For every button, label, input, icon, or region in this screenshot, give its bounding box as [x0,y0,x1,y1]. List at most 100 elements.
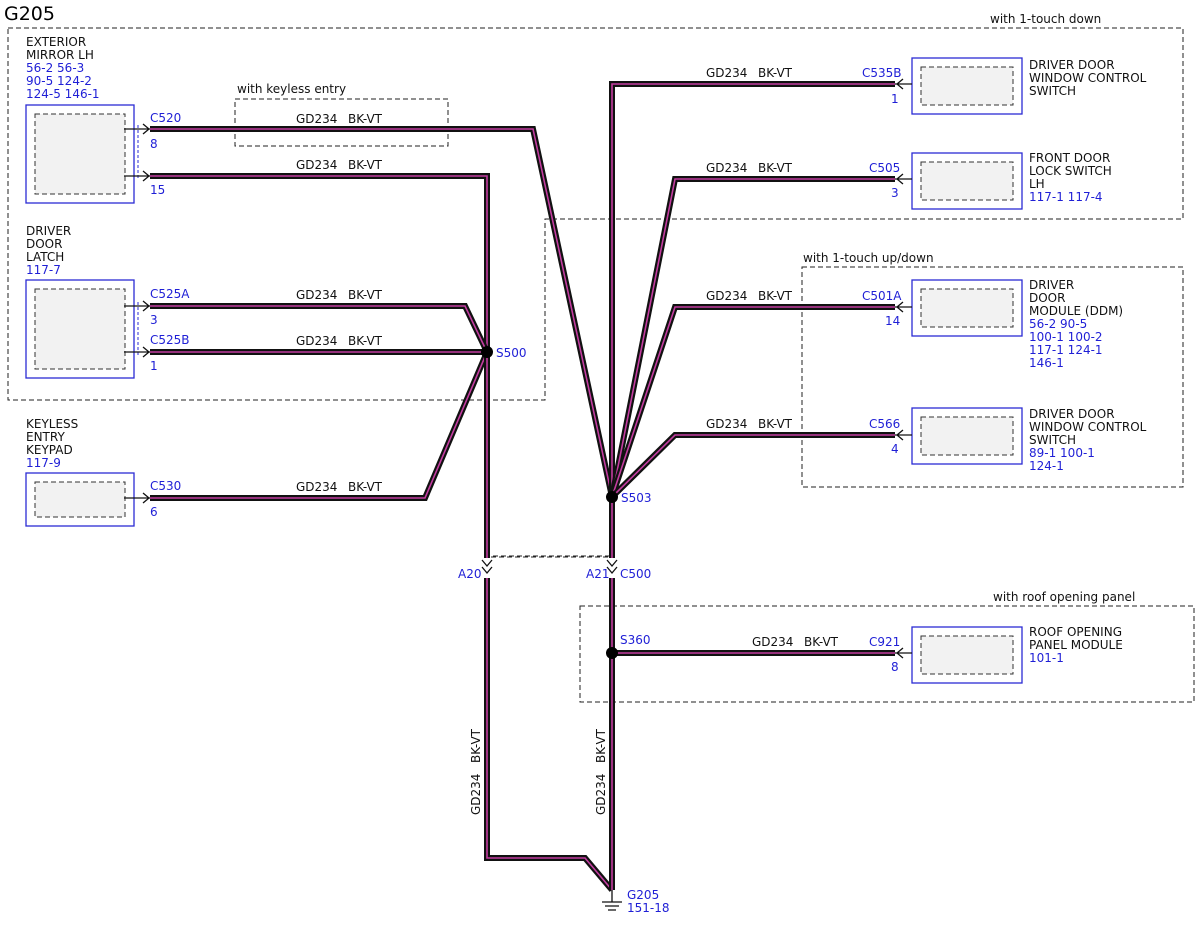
svg-text:GD234: GD234 [296,288,337,302]
svg-text:BK-VT: BK-VT [804,635,839,649]
svg-text:MODULE (DDM): MODULE (DDM) [1029,304,1123,318]
svg-text:C530: C530 [150,479,181,493]
svg-text:GD234: GD234 [706,161,747,175]
svg-text:MIRROR LH: MIRROR LH [26,48,94,62]
connector-c520: C520 8 15 [124,111,181,197]
svg-text:SWITCH: SWITCH [1029,433,1076,447]
svg-text:15: 15 [150,183,165,197]
ground-icon [602,890,622,911]
wire-c520-pin15 [150,173,490,352]
svg-text:GD234: GD234 [296,480,337,494]
svg-text:DOOR: DOOR [26,237,62,251]
svg-text:117-9: 117-9 [26,456,61,470]
svg-text:GD234: GD234 [296,158,337,172]
svg-text:146-1: 146-1 [1029,356,1064,370]
option-label-keyless-entry: with keyless entry [237,82,346,96]
splice-s500: S500 [481,346,527,360]
svg-text:LOCK SWITCH: LOCK SWITCH [1029,164,1112,178]
connector-c530: C530 6 [124,479,181,519]
svg-text:4: 4 [891,442,899,456]
svg-text:WINDOW CONTROL: WINDOW CONTROL [1029,420,1147,434]
svg-text:C525B: C525B [150,333,190,347]
svg-text:101-1: 101-1 [1029,651,1064,665]
connector-c501a: C501A 14 [862,289,912,328]
svg-text:90-5 124-2: 90-5 124-2 [26,74,92,88]
svg-text:SWITCH: SWITCH [1029,84,1076,98]
option-box-c500 [484,555,615,558]
page-title: G205 [4,3,55,25]
wire-c520-pin8 [150,126,615,498]
svg-text:BK-VT: BK-VT [348,480,383,494]
svg-text:GD234: GD234 [296,334,337,348]
svg-text:A21: A21 [586,567,609,581]
svg-text:KEYPAD: KEYPAD [26,443,73,457]
component-driver-door-latch: DRIVER DOOR LATCH 117-7 [25,224,135,379]
svg-text:C501A: C501A [862,289,902,303]
svg-text:ENTRY: ENTRY [26,430,65,444]
svg-text:EXTERIOR: EXTERIOR [26,35,86,49]
svg-text:GD234: GD234 [594,774,608,815]
wire-label-c530: GD234 BK-VT [296,480,383,494]
svg-text:56-2 56-3: 56-2 56-3 [26,61,84,75]
connector-c566: C566 4 [869,417,912,456]
splice-s503: S503 [606,491,652,505]
wire-c525a [150,303,490,354]
svg-text:GD234: GD234 [706,289,747,303]
option-box-roof-panel [579,605,1195,703]
option-boxes [7,27,1195,703]
svg-text:DOOR: DOOR [1029,291,1065,305]
svg-text:BK-VT: BK-VT [348,334,383,348]
wire-c501a [609,304,895,498]
svg-text:1: 1 [150,359,158,373]
wire-a20-to-ground [484,578,615,892]
svg-text:GD234: GD234 [752,635,793,649]
svg-text:100-1 100-2: 100-1 100-2 [1029,330,1103,344]
svg-text:6: 6 [150,505,158,519]
svg-text:14: 14 [885,314,900,328]
svg-text:117-7: 117-7 [26,263,61,277]
svg-text:G205: G205 [627,888,659,902]
svg-text:GD234: GD234 [706,417,747,431]
svg-text:117-1 124-1: 117-1 124-1 [1029,343,1103,357]
svg-text:117-1 117-4: 117-1 117-4 [1029,190,1103,204]
svg-text:WINDOW CONTROL: WINDOW CONTROL [1029,71,1147,85]
option-label-one-touch-down: with 1-touch down [990,12,1101,26]
wire-label-c921: GD234 BK-VT [752,635,839,649]
svg-text:C520: C520 [150,111,181,125]
svg-text:DRIVER DOOR: DRIVER DOOR [1029,58,1115,72]
svg-text:C921: C921 [869,635,900,649]
connector-c921: C921 8 [869,635,912,674]
svg-text:151-18: 151-18 [627,901,670,915]
svg-text:DRIVER: DRIVER [26,224,71,238]
ground-g205: G205 151-18 [602,888,670,915]
svg-text:C500: C500 [620,567,651,581]
svg-text:S503: S503 [621,491,652,505]
svg-text:3: 3 [150,313,158,327]
svg-text:LATCH: LATCH [26,250,64,264]
svg-text:BK-VT: BK-VT [469,728,483,763]
svg-text:LH: LH [1029,177,1045,191]
connector-c505: C505 3 [869,161,912,200]
svg-text:C505: C505 [869,161,900,175]
svg-text:ROOF OPENING: ROOF OPENING [1029,625,1122,639]
component-front-door-lock-switch: FRONT DOOR LOCK SWITCH LH 117-1 117-4 [911,151,1112,210]
svg-text:C566: C566 [869,417,900,431]
svg-text:124-1: 124-1 [1029,459,1064,473]
connector-c525: C525A 3 C525B 1 [124,287,190,373]
wire-c535b [609,81,895,497]
splice-s360: S360 [606,633,651,659]
option-label-roof-panel: with roof opening panel [993,590,1135,604]
svg-text:56-2 90-5: 56-2 90-5 [1029,317,1087,331]
component-keyless-entry-keypad: KEYLESS ENTRY KEYPAD 117-9 [25,417,135,527]
svg-text:C525A: C525A [150,287,190,301]
svg-text:KEYLESS: KEYLESS [26,417,78,431]
